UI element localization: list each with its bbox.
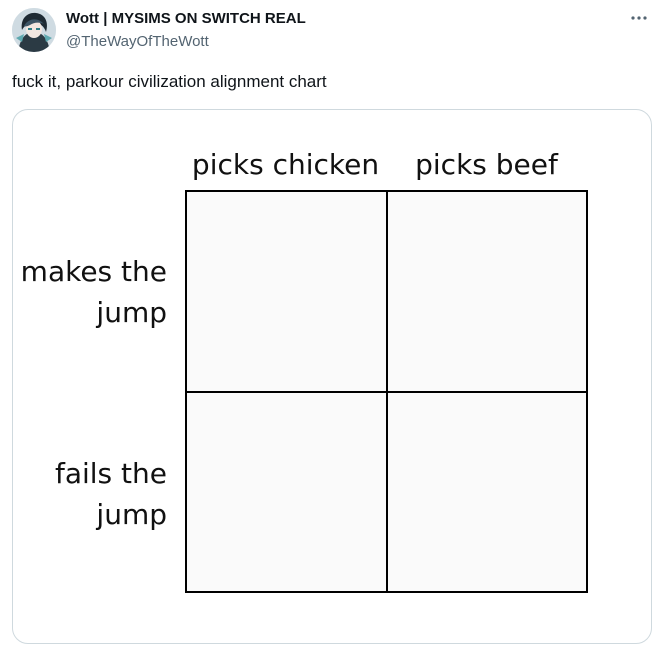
anime-avatar-icon [12, 8, 56, 52]
tweet-text: fuck it, parkour civilization alignment … [12, 72, 327, 91]
column-header-chicken: picks chicken [191, 148, 380, 181]
more-horizontal-icon [631, 16, 647, 20]
grid-cell-makes-chicken [187, 192, 386, 391]
author-handle[interactable]: @TheWayOfTheWott [66, 33, 209, 50]
more-options-button[interactable] [627, 6, 651, 30]
column-header-beef: picks beef [415, 148, 558, 181]
row-header-fails-jump: fails the jump [13, 453, 167, 535]
tweet-media[interactable]: picks chicken picks beef makes the jump … [12, 109, 652, 644]
row-header-line: makes the [20, 255, 167, 288]
grid-cell-fails-chicken [187, 393, 386, 591]
alignment-grid [185, 190, 588, 593]
grid-divider-horizontal [187, 391, 586, 393]
grid-cell-makes-beef [388, 192, 586, 391]
row-header-line: jump [96, 296, 167, 329]
alignment-chart: picks chicken picks beef makes the jump … [13, 110, 651, 643]
avatar[interactable] [12, 8, 56, 52]
grid-cell-fails-beef [388, 393, 586, 591]
author-display-name[interactable]: Wott | MYSIMS ON SWITCH REAL [66, 10, 306, 27]
row-header-makes-jump: makes the jump [13, 251, 167, 333]
row-header-line: jump [96, 498, 167, 531]
row-header-line: fails the [54, 457, 167, 490]
